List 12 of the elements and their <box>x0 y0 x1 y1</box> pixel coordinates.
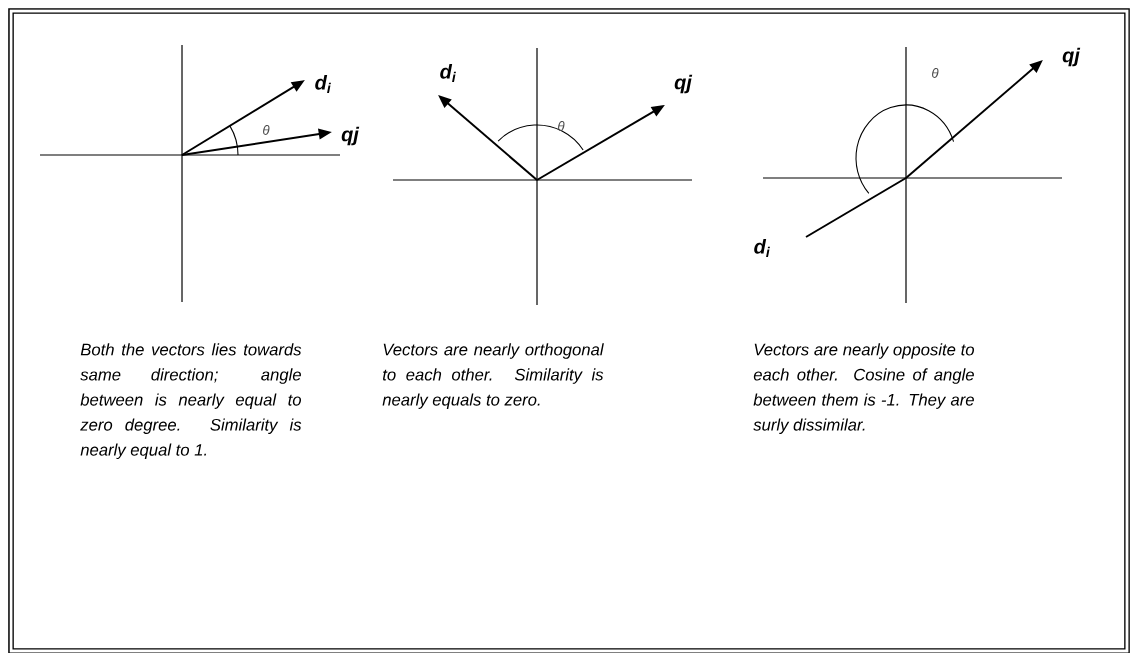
vector-label: qj <box>1062 47 1081 67</box>
vector-label: qj <box>341 126 360 146</box>
caption: Both the vectors lies towards same direction; angle between is nearly equal to zero degree. Similarity is nearly equal to 1. <box>80 343 302 460</box>
caption: Vectors are nearly orthogonal to each other. Similarity is nearly equals to zero. <box>382 343 604 409</box>
caption: Vectors are nearly opposite to each other. Cosine of angle between them is -1. They are surly dissimilar. <box>753 343 975 434</box>
vector-label: d$_{i}$ <box>440 64 456 82</box>
vector-label: d$_{i}$ <box>754 239 770 257</box>
angle-label: θ <box>263 125 270 135</box>
angle-label: θ <box>558 121 565 131</box>
angle-label: θ <box>932 68 939 78</box>
vector-label: qj <box>674 74 693 94</box>
vector-label: d$_{i}$ <box>315 75 331 93</box>
